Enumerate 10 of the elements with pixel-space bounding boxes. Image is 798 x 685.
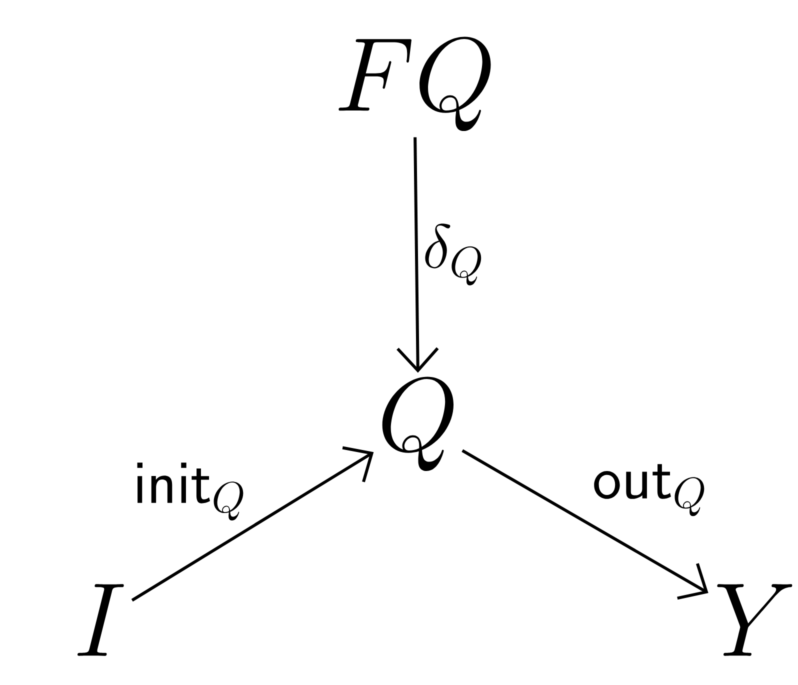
edge-label: $\delta_Q$ — [425, 224, 482, 286]
arrow — [396, 137, 439, 373]
edge-label: $\mathsf{out}_Q$ — [594, 464, 704, 516]
math-object: $I$ — [78, 584, 124, 656]
arrow — [131, 446, 374, 602]
math-object: $Y$ — [717, 584, 792, 656]
math-object: $FQ$ — [338, 36, 491, 132]
arrow — [462, 449, 708, 600]
edge-label: $\mathsf{init}_Q$ — [137, 462, 244, 521]
math-object: $Q$ — [382, 376, 454, 472]
